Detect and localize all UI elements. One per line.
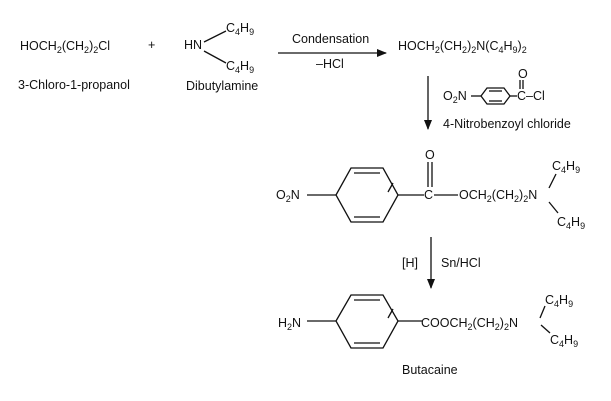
reagent-carbonyl-o: O	[518, 67, 528, 81]
dibutylamine-hn: HN	[184, 38, 202, 52]
butyl-bottom: C4H9	[557, 215, 585, 231]
chloropropanol-name: 3-Chloro-1-propanol	[18, 78, 130, 92]
bond	[203, 50, 227, 64]
bond	[203, 30, 227, 43]
condition-reduction: [H]	[402, 256, 418, 270]
condition-minus-hcl: –HCl	[316, 57, 344, 71]
nitro-group: O2N	[276, 188, 300, 204]
butacaine-chain: COOCH2(CH2)2N	[421, 316, 518, 332]
product-name: Butacaine	[402, 363, 458, 377]
intermediate-formula: HOCH2(CH2)2N(C4H9)2	[398, 39, 527, 55]
carbonyl-carbon: C	[424, 188, 433, 202]
ring-double-bond	[387, 182, 394, 193]
bond	[540, 324, 551, 334]
dibutylamine-name: Dibutylamine	[186, 79, 258, 93]
carbonyl-oxygen: O	[425, 148, 435, 162]
bond	[539, 305, 546, 319]
condition-condensation: Condensation	[292, 32, 369, 46]
reagent-name: 4-Nitrobenzoyl chloride	[443, 117, 571, 131]
bond	[548, 173, 557, 189]
reagent-o2n: O2N	[443, 89, 467, 105]
plus-sign: +	[148, 38, 155, 52]
ring-double-bond	[387, 308, 394, 319]
reagent-acyl-chloride: C–Cl	[517, 89, 545, 103]
butyl-top: C4H9	[226, 21, 254, 37]
ester-chain: OCH2(CH2)2N	[459, 188, 537, 204]
chloropropanol-formula: HOCH2(CH2)2Cl	[20, 39, 110, 55]
butyl-top: C4H9	[552, 159, 580, 175]
benzene-ring	[335, 167, 399, 223]
butyl-bottom: C4H9	[226, 59, 254, 75]
benzene-ring	[335, 294, 399, 349]
butyl-bottom: C4H9	[550, 333, 578, 349]
bond	[548, 201, 559, 214]
butyl-top: C4H9	[545, 293, 573, 309]
condition-sn-hcl: Sn/HCl	[441, 256, 481, 270]
amino-group: H2N	[278, 316, 301, 332]
